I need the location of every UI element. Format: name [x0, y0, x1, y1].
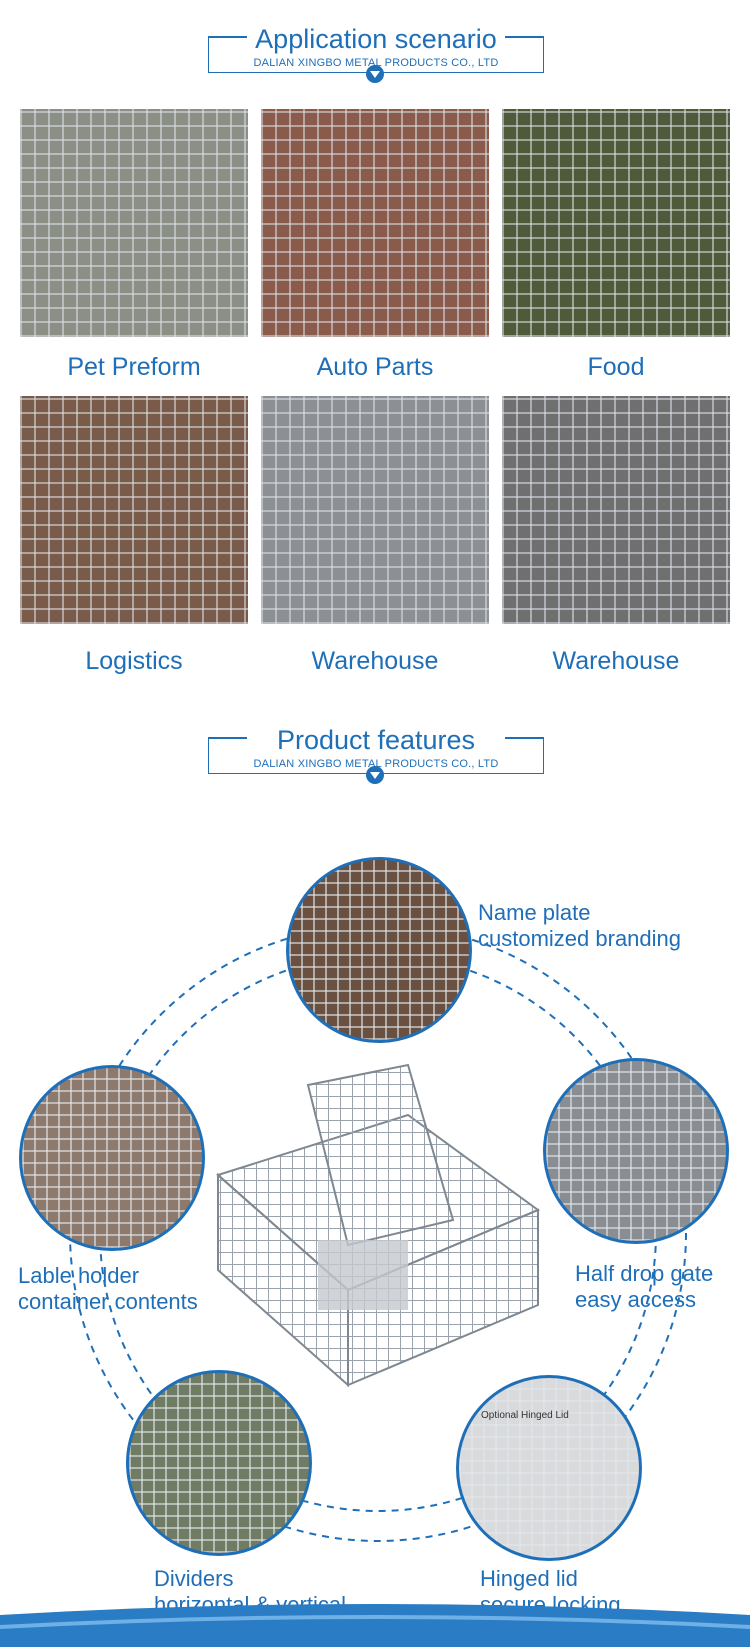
chevron-down-icon [366, 65, 384, 83]
section-title: Application scenario [255, 24, 497, 54]
scenario-label: Logistics [85, 647, 183, 675]
feature-image-half-drop-gate [543, 1058, 729, 1244]
scenario-label: Pet Preform [67, 353, 201, 381]
wire-container-image [216, 1063, 541, 1388]
callout-label: Optional Hinged Lid [481, 1410, 569, 1421]
section-header-application: Application scenario DALIAN XINGBO METAL… [208, 24, 544, 114]
feature-image-label-holder [19, 1065, 205, 1251]
section-title: Product features [276, 725, 476, 755]
scenario-image-food [502, 109, 730, 337]
scenario-image-pet-preform [20, 109, 248, 337]
feature-line: easy access [575, 1287, 697, 1312]
chevron-down-icon [366, 766, 384, 784]
scenario-image-auto-parts [261, 109, 489, 337]
feature-image-dividers [126, 1370, 312, 1556]
scenario-label: Auto Parts [316, 353, 434, 381]
feature-line: Lable holder [18, 1263, 140, 1288]
feature-line: customized branding [478, 926, 682, 951]
scenario-image-logistics [20, 396, 248, 624]
feature-line: Name plate [478, 900, 591, 925]
bottom-swoosh [0, 1604, 750, 1647]
feature-line: Half drop gate [575, 1261, 714, 1286]
feature-image-hinged-lid: Optional Hinged Lid [456, 1375, 642, 1561]
feature-line: Dividers [154, 1566, 234, 1591]
feature-line: container contents [18, 1289, 198, 1314]
scenario-image-warehouse-2 [502, 396, 730, 624]
scenario-label: Warehouse [552, 647, 680, 675]
section-subtitle: DALIAN XINGBO METAL PRODUCTS CO., LTD [253, 758, 499, 770]
section-header-features: Product features DALIAN XINGBO METAL PRO… [208, 725, 544, 815]
scenario-label: Warehouse [311, 647, 439, 675]
feature-label-half-drop-gate: Half drop gate easy access [575, 1261, 713, 1313]
section-subtitle: DALIAN XINGBO METAL PRODUCTS CO., LTD [253, 57, 499, 69]
feature-label-name-plate: Name plate customized branding [478, 900, 681, 952]
feature-line: Hinged lid [480, 1566, 578, 1591]
feature-label-label-holder: Lable holder container contents [18, 1263, 198, 1315]
feature-image-name-plate [286, 857, 472, 1043]
scenario-image-warehouse [261, 396, 489, 624]
scenario-label: Food [587, 353, 645, 381]
